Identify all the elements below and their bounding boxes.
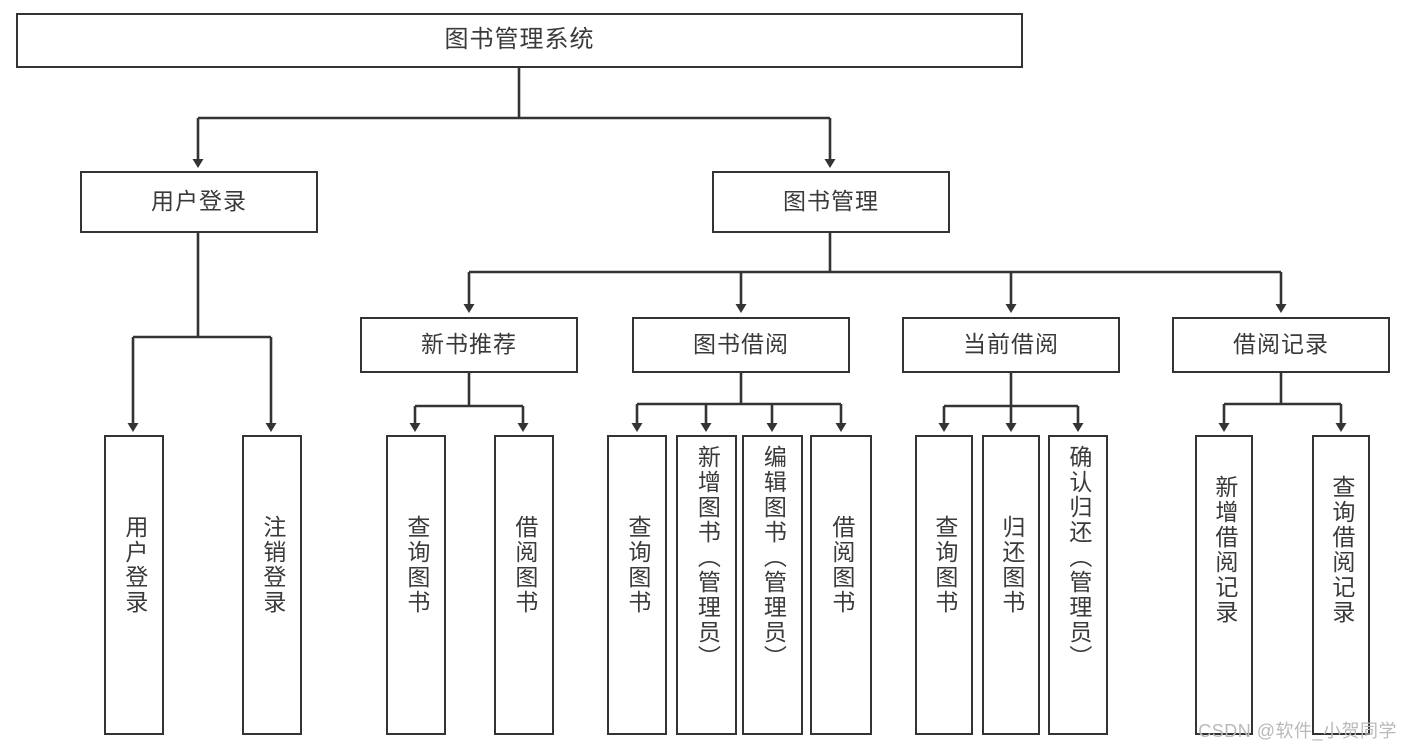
node-label: 查询图书 <box>931 515 958 615</box>
node-label: 用户登录 <box>121 515 148 615</box>
node-root-system[interactable]: 图书管理系统 <box>16 13 1023 68</box>
leaf-add-borrow-record[interactable]: 新增借阅记录 <box>1195 435 1253 735</box>
leaf-edit-book-admin[interactable]: 编辑图书（管理员） <box>742 435 803 735</box>
node-label: 图书管理系统 <box>444 26 595 54</box>
leaf-query-borrow-record[interactable]: 查询借阅记录 <box>1312 435 1370 735</box>
node-label: 新增借阅记录 <box>1211 475 1238 625</box>
node-label: 借阅图书 <box>511 515 538 615</box>
leaf-user-login[interactable]: 用户登录 <box>104 435 164 735</box>
leaf-borrow-book-new[interactable]: 借阅图书 <box>494 435 554 735</box>
node-label: 编辑图书（管理员） <box>760 445 787 670</box>
node-label: 新增图书（管理员） <box>694 445 721 670</box>
node-label: 用户登录 <box>151 188 247 215</box>
node-label: 图书管理 <box>783 188 879 215</box>
leaf-borrow-book[interactable]: 借阅图书 <box>810 435 872 735</box>
leaf-query-book-new[interactable]: 查询图书 <box>386 435 446 735</box>
leaf-confirm-return-admin[interactable]: 确认归还（管理员） <box>1048 435 1108 735</box>
node-label: 借阅图书 <box>828 515 855 615</box>
leaf-return-book[interactable]: 归还图书 <box>982 435 1040 735</box>
leaf-logout-login[interactable]: 注销登录 <box>242 435 302 735</box>
node-label: 查询图书 <box>624 515 651 615</box>
node-current-borrow[interactable]: 当前借阅 <box>902 317 1120 373</box>
leaf-add-book-admin[interactable]: 新增图书（管理员） <box>676 435 737 735</box>
node-label: 查询图书 <box>403 515 430 615</box>
node-label: 归还图书 <box>998 515 1025 615</box>
node-label: 当前借阅 <box>963 331 1059 358</box>
node-user-login[interactable]: 用户登录 <box>80 171 318 233</box>
node-label: 新书推荐 <box>421 331 517 358</box>
leaf-query-book-borrow[interactable]: 查询图书 <box>607 435 667 735</box>
node-label: 图书借阅 <box>693 331 789 358</box>
node-borrow-record[interactable]: 借阅记录 <box>1172 317 1390 373</box>
node-new-book-recommend[interactable]: 新书推荐 <box>360 317 578 373</box>
node-label: 借阅记录 <box>1233 331 1329 358</box>
node-label: 查询借阅记录 <box>1328 475 1355 625</box>
node-book-borrow[interactable]: 图书借阅 <box>632 317 850 373</box>
node-label: 确认归还（管理员） <box>1065 445 1092 670</box>
watermark-text: CSDN @软件_小贺同学 <box>1198 721 1397 741</box>
node-label: 注销登录 <box>259 515 286 615</box>
node-book-management[interactable]: 图书管理 <box>712 171 950 233</box>
leaf-query-book-current[interactable]: 查询图书 <box>915 435 973 735</box>
